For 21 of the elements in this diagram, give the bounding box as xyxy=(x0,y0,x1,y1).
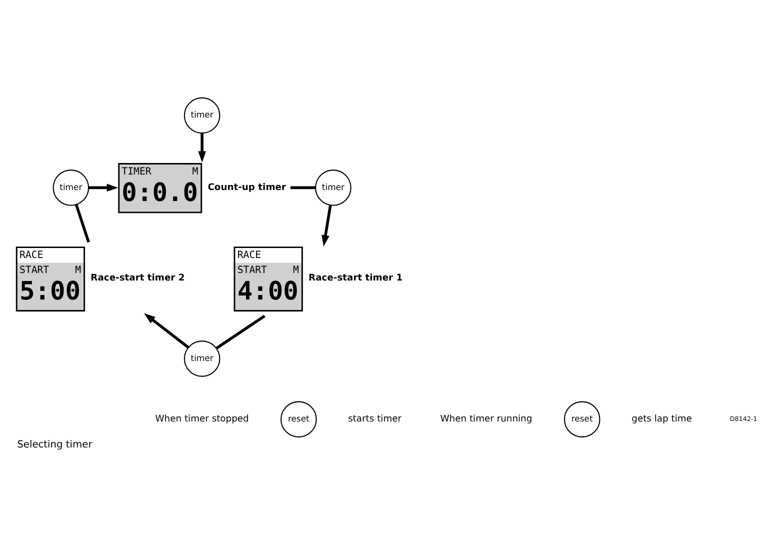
connector xyxy=(290,186,316,190)
label: gets lap time xyxy=(632,414,692,425)
label: When timer running xyxy=(440,414,532,425)
node-label: Count-up timer xyxy=(208,182,286,193)
node-circle: timer xyxy=(315,170,352,206)
caption: Selecting timer xyxy=(17,440,92,451)
node-circle: timer xyxy=(52,170,90,206)
arrow xyxy=(322,205,332,247)
connector xyxy=(216,314,266,350)
node-circle: timer xyxy=(184,97,220,134)
arrow xyxy=(198,133,206,163)
node-circle: reset xyxy=(564,401,600,438)
arrow xyxy=(144,313,190,349)
label: starts timer xyxy=(348,414,402,425)
connector xyxy=(74,204,90,243)
node-label: Race-start timer 1 xyxy=(308,272,403,284)
node-circle: timer xyxy=(184,340,220,377)
node-circle: reset xyxy=(280,401,317,438)
node-label: Race-start timer 2 xyxy=(90,272,185,284)
label: When timer stopped xyxy=(155,414,249,425)
arrow xyxy=(88,184,118,192)
